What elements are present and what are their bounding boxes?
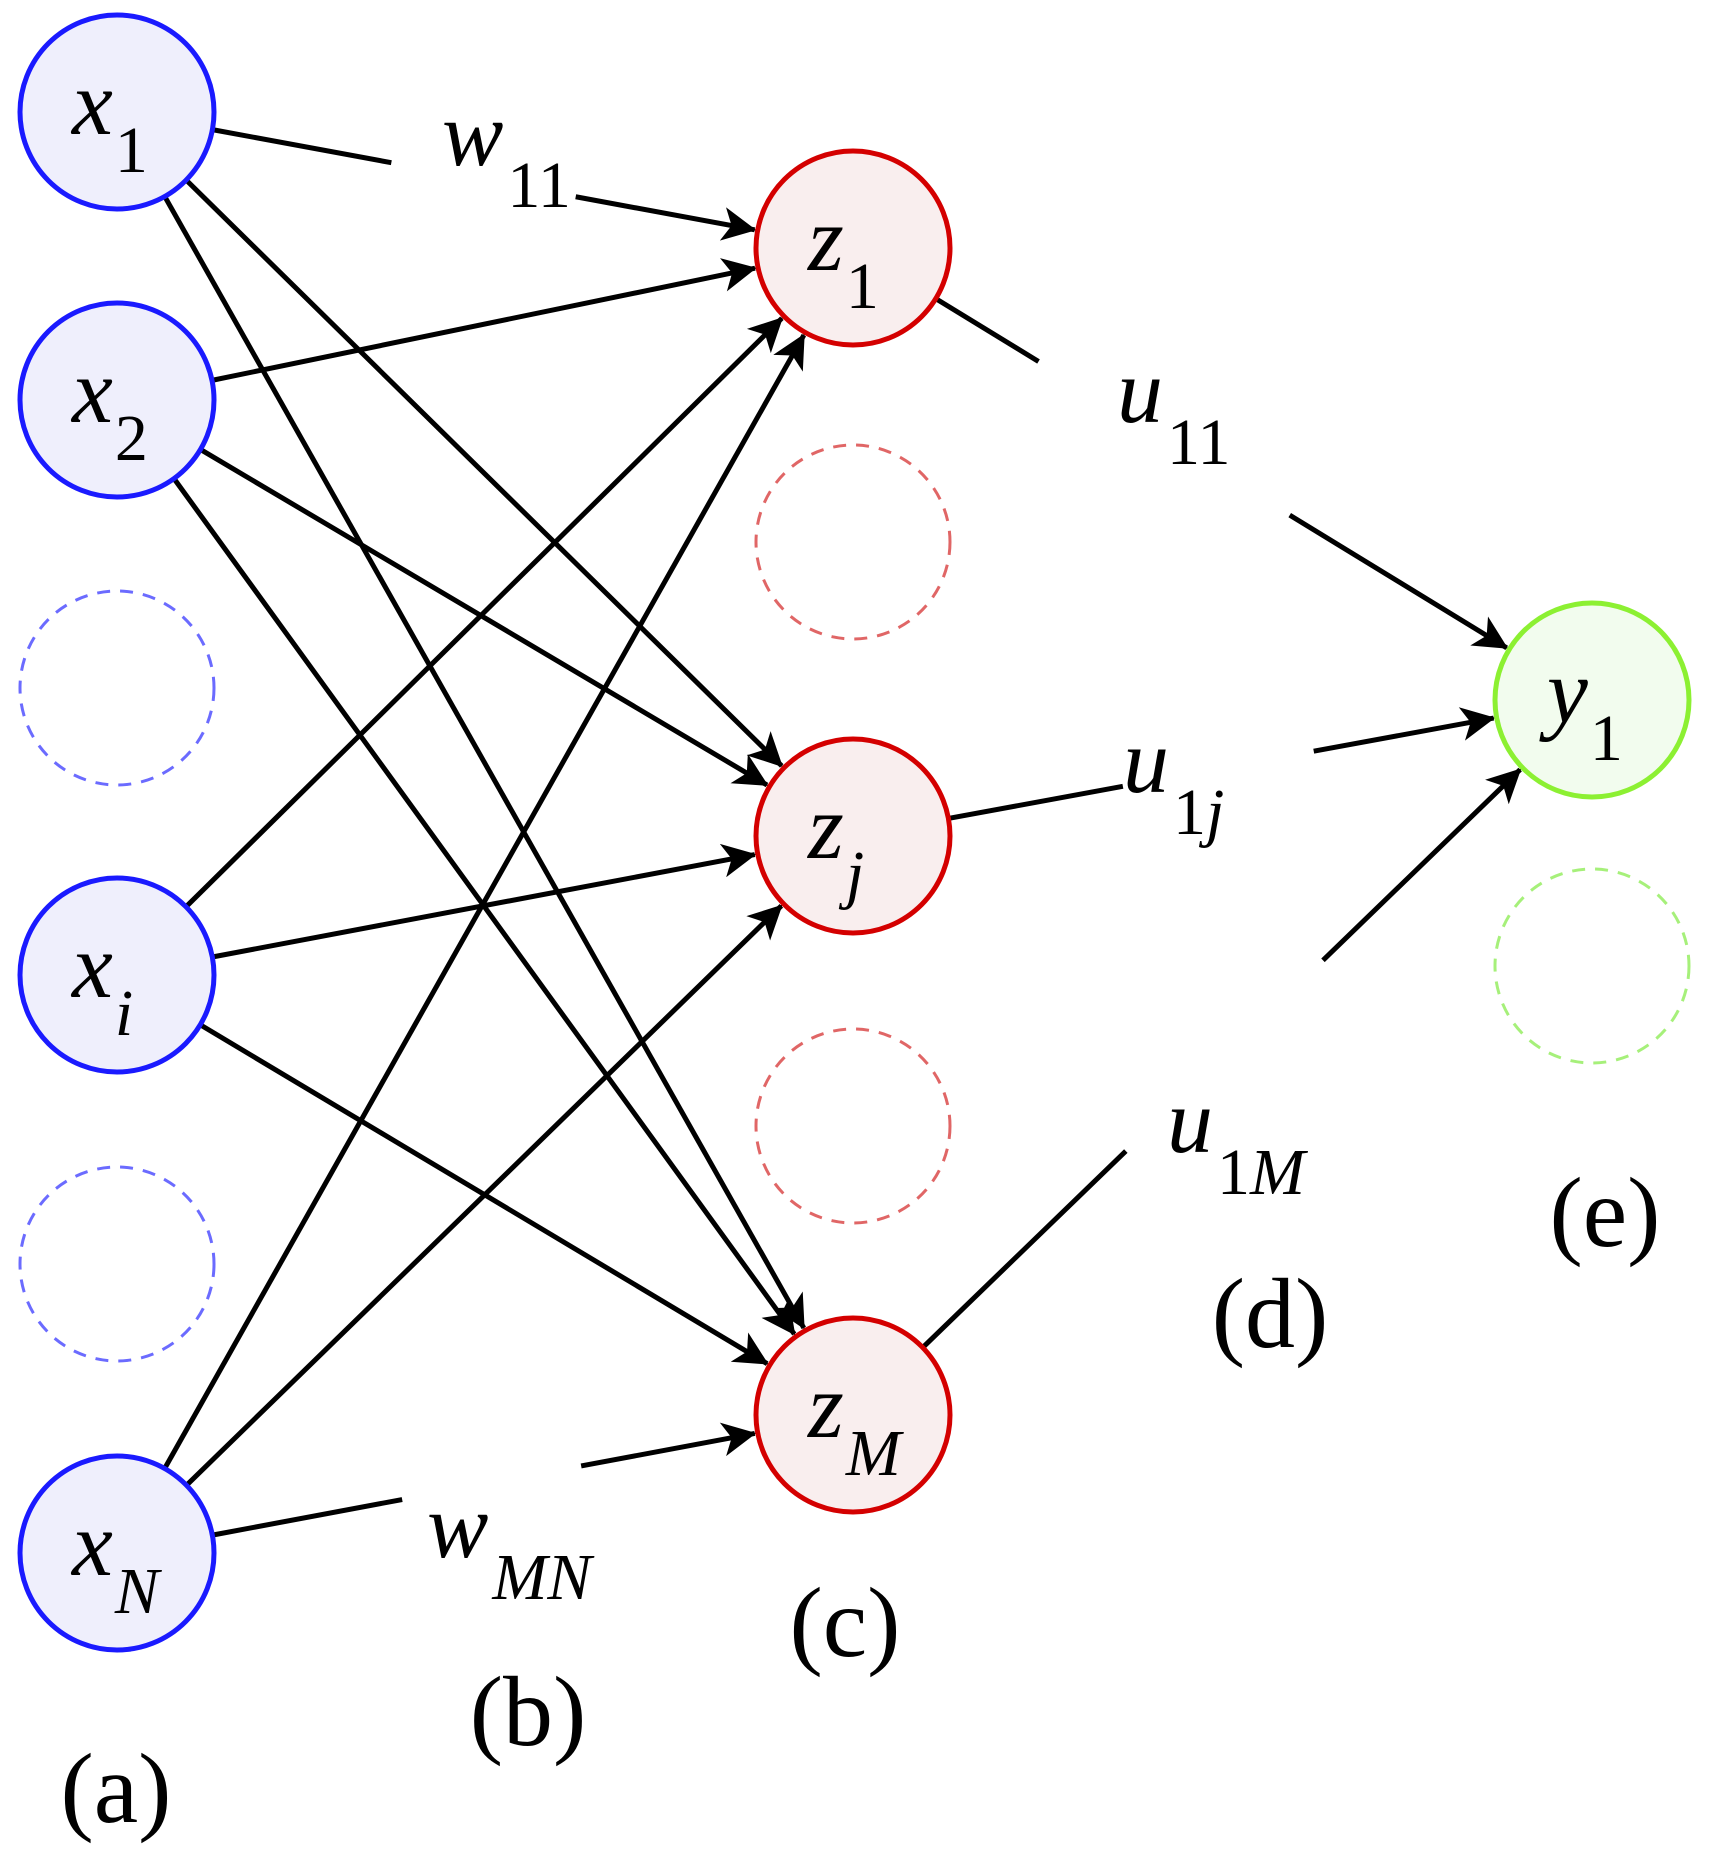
layer-label-input-weights: (b) <box>470 1656 587 1767</box>
node-x2: x2 <box>17 300 217 500</box>
hidden-placeholder-node <box>754 1027 952 1225</box>
edge-label-u11-symbol: u <box>1117 340 1163 442</box>
node-label-z1-symbol: z <box>806 188 844 290</box>
edge-label-u1M-symbol: u <box>1167 1070 1213 1172</box>
edge-x1-zM <box>162 195 806 1330</box>
edge-zj-y1-segment-2 <box>1313 707 1496 754</box>
node-label-x1: x1 <box>70 52 148 187</box>
edge-label-u1j-subscript: 1 <box>1173 776 1206 849</box>
node-label-y1-symbol: y <box>1539 640 1588 742</box>
node-label-x1-subscript: 1 <box>115 114 148 187</box>
edge-label-w11-subscript: 11 <box>507 149 571 222</box>
edge-xN-z1 <box>162 333 807 1470</box>
node-label-x2: x2 <box>70 340 148 475</box>
node-circle <box>753 736 953 936</box>
node-xN: xN <box>17 1453 217 1653</box>
node-label-xi-subscript: i <box>115 977 133 1050</box>
node-label-xN-subscript: N <box>114 1555 163 1628</box>
node-label-z1-subscript: 1 <box>846 250 879 323</box>
node-label-zM-symbol: z <box>806 1355 844 1457</box>
node-label-zM: zM <box>806 1355 905 1490</box>
node-label-y1: y1 <box>1539 640 1623 775</box>
node-circle <box>17 1453 217 1653</box>
dashed-circle <box>754 443 952 641</box>
node-label-zM-subscript: M <box>845 1417 905 1490</box>
dashed-circle <box>18 1165 216 1363</box>
edge-label-u1M: u1M <box>1167 1070 1309 1209</box>
edge-xN-zM-segment-2 <box>580 1422 757 1469</box>
edge-xi-z1 <box>184 316 784 909</box>
layer-label-output: (e) <box>1550 1157 1661 1268</box>
edge-zM-y1-segment-1 <box>920 1149 1128 1350</box>
edge-x1-zj <box>184 178 784 768</box>
node-circle <box>17 875 217 1075</box>
edge-label-wMN-subscript: MN <box>491 1541 595 1614</box>
edge-z1-y1-segment-2 <box>1288 512 1509 650</box>
node-label-y1-subscript: 1 <box>1590 702 1623 775</box>
node-label-xN-symbol: x <box>70 1493 113 1595</box>
dashed-circle <box>1493 867 1691 1065</box>
node-z1: z1 <box>753 148 953 348</box>
edge-label-w11: w11 <box>442 83 571 222</box>
node-label-xN: xN <box>70 1493 163 1628</box>
edge-label-u1j: u1j <box>1123 710 1224 849</box>
node-label-xi: xi <box>70 915 133 1050</box>
edge-label-wMN-symbol: w <box>427 1475 488 1577</box>
edge-x2-zj <box>199 447 769 788</box>
edge-label-u11: u11 <box>1117 340 1231 479</box>
node-circle <box>753 148 953 348</box>
dashed-circle <box>18 589 216 787</box>
node-y1: y1 <box>1492 600 1692 800</box>
node-zj: zj <box>753 736 953 936</box>
edge-label-wMN: wMN <box>427 1475 595 1614</box>
edge-label-u1j-symbol: u <box>1123 710 1169 812</box>
edge-x1-z1-segment-1 <box>211 127 392 166</box>
layer-label-hidden: (c) <box>790 1567 901 1678</box>
edges-layer <box>162 127 1522 1538</box>
node-x1: x1 <box>17 12 217 212</box>
node-circle <box>753 1315 953 1515</box>
layer-label-output-weights: (d) <box>1212 1258 1329 1369</box>
hidden-placeholder-node <box>754 443 952 641</box>
node-label-zj-symbol: z <box>806 776 844 878</box>
edge-z1-y1-segment-1 <box>934 296 1040 364</box>
node-label-z1: z1 <box>806 188 879 323</box>
node-label-xi-symbol: x <box>70 915 113 1017</box>
node-xi: xi <box>17 875 217 1075</box>
edge-xN-zj <box>184 903 784 1488</box>
edge-label-w11-symbol: w <box>442 83 503 185</box>
edge-label-u1M-subscript-2: M <box>1249 1136 1309 1209</box>
node-label-x2-subscript: 2 <box>115 402 148 475</box>
edge-xN-zM-segment-1 <box>211 1497 403 1538</box>
node-label-x2-symbol: x <box>70 340 113 442</box>
input-placeholder-node <box>18 1165 216 1363</box>
node-label-x1-symbol: x <box>70 52 113 154</box>
edge-x2-z1 <box>211 258 757 383</box>
input-placeholder-node <box>18 589 216 787</box>
edge-zj-y1-segment-1 <box>947 783 1124 821</box>
dashed-circle <box>754 1027 952 1225</box>
layer-label-input: (a) <box>61 1733 172 1844</box>
edge-label-u11-subscript: 11 <box>1167 406 1231 479</box>
node-circle <box>17 300 217 500</box>
node-circle <box>17 12 217 212</box>
edge-x1-z1-segment-2 <box>575 194 757 241</box>
edge-label-u1M-subscript: 1 <box>1217 1136 1250 1209</box>
edge-zM-y1-segment-2 <box>1321 767 1522 963</box>
node-circle <box>1492 600 1692 800</box>
output-placeholder-node <box>1493 867 1691 1065</box>
node-zM: zM <box>753 1315 953 1515</box>
